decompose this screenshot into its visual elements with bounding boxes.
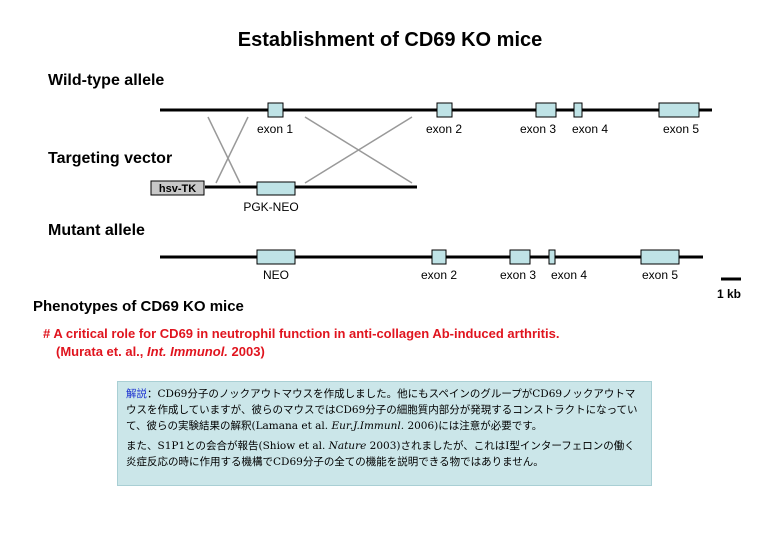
wt-exon-5-label: exon 5 — [663, 122, 699, 136]
commentary-text: 2003)されましたが、これはI型インターフェロンの働く炎症反応の時に作用する機… — [126, 440, 635, 468]
hsv-tk-box — [150, 180, 205, 196]
commentary-text: また、S1P1との会合が報告(Shiow et al. — [126, 440, 329, 452]
citation-journal: Int. Immunol. — [147, 344, 228, 359]
hsv-tk-label: hsv-TK — [159, 183, 196, 195]
mutant-exon-4-box — [548, 249, 556, 265]
mutant-exon-5-box — [640, 249, 680, 265]
pgk-neo-label: PGK-NEO — [243, 200, 298, 214]
wt-exon-4-box — [573, 102, 583, 118]
mutant-exon-2-box — [431, 249, 447, 265]
wt-exon-5-box — [658, 102, 700, 118]
wt-exon-4-label: exon 4 — [572, 122, 608, 136]
mutant-allele-label: Mutant allele — [48, 222, 145, 239]
citation-prefix: (Murata et. al., — [56, 344, 148, 359]
wild-type-label: Wild-type allele — [48, 72, 165, 89]
wt-exon-1-label: exon 1 — [257, 122, 293, 136]
wt-exon-1-box — [267, 102, 284, 118]
pgk-neo-box — [256, 181, 296, 196]
mutant-exon-3-label: exon 3 — [500, 268, 536, 282]
slide-title: Establishment of CD69 KO mice — [237, 29, 543, 51]
mutant-neo-label: NEO — [263, 268, 289, 282]
citation-suffix: 2003) — [227, 344, 265, 359]
commentary-label: 解説 — [126, 388, 147, 400]
mutant-exon-5-label: exon 5 — [642, 268, 678, 282]
wt-exon-2-box — [436, 102, 453, 118]
wt-exon-3-label: exon 3 — [520, 122, 556, 136]
targeting-vector-label: Targeting vector — [48, 150, 173, 167]
commentary-journal: Nature — [328, 440, 367, 452]
crossover-line — [215, 116, 249, 184]
crossover-line — [304, 116, 413, 184]
finding-citation: (Murata et. al., Int. Immunol. 2003) — [56, 344, 265, 359]
gene-targeting-diagram: exon 1 exon 2 exon 3 exon 4 exon 5 hsv-T… — [150, 102, 741, 300]
commentary-text: ：CD69分子のノックアウトマウスを作成しました。他にもスペインのグループがCD… — [126, 388, 638, 432]
finding-text: # A critical role for CD69 in neutrophil… — [43, 326, 560, 341]
mutant-exon-2-label: exon 2 — [421, 268, 457, 282]
wt-exon-2-label: exon 2 — [426, 122, 462, 136]
commentary-paragraph-1: 解説：CD69分子のノックアウトマウスを作成しました。他にもスペインのグループが… — [126, 386, 643, 434]
commentary-text: 2006)には注意が必要です。 — [404, 420, 543, 432]
mutant-neo-box — [256, 249, 296, 265]
wt-exon-3-box — [535, 102, 557, 118]
commentary-paragraph-2: また、S1P1との会合が報告(Shiow et al. Nature 2003)… — [126, 438, 643, 470]
mutant-exon-4-label: exon 4 — [551, 268, 587, 282]
commentary-box: 解説：CD69分子のノックアウトマウスを作成しました。他にもスペインのグループが… — [117, 381, 652, 486]
scale-bar-label: 1 kb — [717, 287, 741, 300]
phenotypes-heading: Phenotypes of CD69 KO mice — [33, 298, 244, 315]
commentary-journal: Eur.J.Immunl. — [331, 420, 405, 432]
crossover-line — [207, 116, 241, 184]
mutant-exon-3-box — [509, 249, 531, 265]
